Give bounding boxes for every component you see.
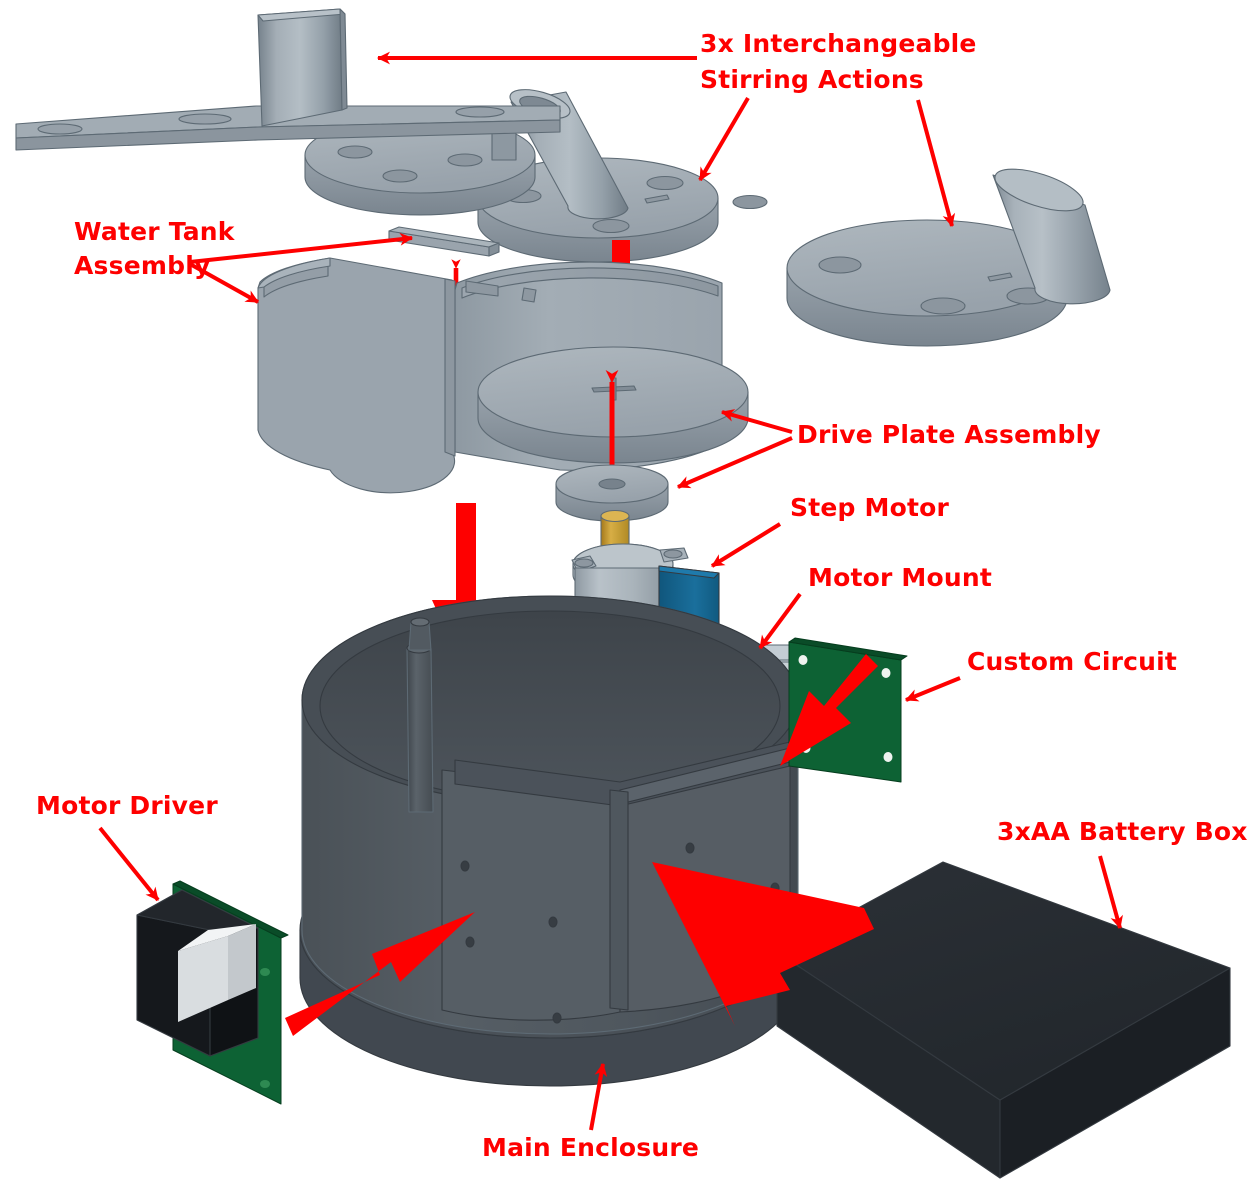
callout-stirring-actions-line1: 3x Interchangeable (700, 29, 977, 58)
mount-hole (447, 153, 483, 167)
mount-hole (592, 218, 630, 234)
main-enclosure-body[interactable] (299, 595, 801, 1087)
callout-main-enclosure: Main Enclosure (482, 1133, 699, 1162)
callout-labels: 3x Interchangeable Stirring Actions Wate… (36, 29, 1248, 1162)
custom-circuit-board[interactable] (788, 637, 908, 783)
callout-step-motor: Step Motor (790, 493, 949, 522)
callout-battery-box: 3xAA Battery Box (997, 817, 1248, 846)
callout-stirring-actions-line2: Stirring Actions (700, 65, 924, 94)
callout-custom-circuit: Custom Circuit (967, 647, 1177, 676)
assembly-arrow-battery-to-enclosure (652, 862, 874, 1026)
leader-stirring-actions (376, 51, 956, 228)
leader-motor-mount (758, 592, 802, 650)
mount-hole (732, 194, 768, 210)
right-tube-stirrer[interactable] (786, 161, 1111, 347)
callout-motor-mount: Motor Mount (808, 563, 992, 592)
leader-water-tank (189, 232, 414, 304)
callout-motor-driver: Motor Driver (36, 791, 218, 820)
motor-driver-board[interactable] (136, 880, 289, 1105)
center-tube-stirrer[interactable] (477, 84, 768, 263)
leader-main-enclosure (589, 1062, 608, 1131)
leader-motor-driver (98, 826, 160, 902)
arm-slot (178, 113, 232, 125)
leader-step-motor (710, 522, 782, 568)
left-paddle-stirrer[interactable] (15, 8, 561, 216)
callout-drive-plate: Drive Plate Assembly (797, 420, 1101, 449)
mount-hole (818, 256, 862, 274)
mount-hole (920, 297, 966, 315)
callout-water-tank-line1: Water Tank (74, 217, 236, 246)
assembly-arrow-circuit-to-enclosure (780, 654, 878, 766)
battery-box[interactable] (776, 861, 1231, 1179)
assembly-arrow-driver-to-enclosure (285, 912, 475, 1036)
arm-slot (37, 123, 83, 135)
mount-hole (382, 169, 418, 183)
leader-battery-box (1098, 855, 1123, 930)
tank-lid-bar[interactable] (388, 226, 500, 257)
enclosure-screw-holes (460, 842, 780, 1024)
leader-custom-circuit (904, 676, 961, 702)
mount-hole (646, 175, 684, 191)
leader-drive-plate (676, 409, 793, 489)
arm-slot (455, 106, 505, 118)
hub-bore (598, 478, 626, 490)
drive-hub-disc[interactable] (555, 464, 669, 522)
mount-hole (337, 145, 373, 159)
callout-water-tank-line2: Assembly (74, 251, 210, 280)
